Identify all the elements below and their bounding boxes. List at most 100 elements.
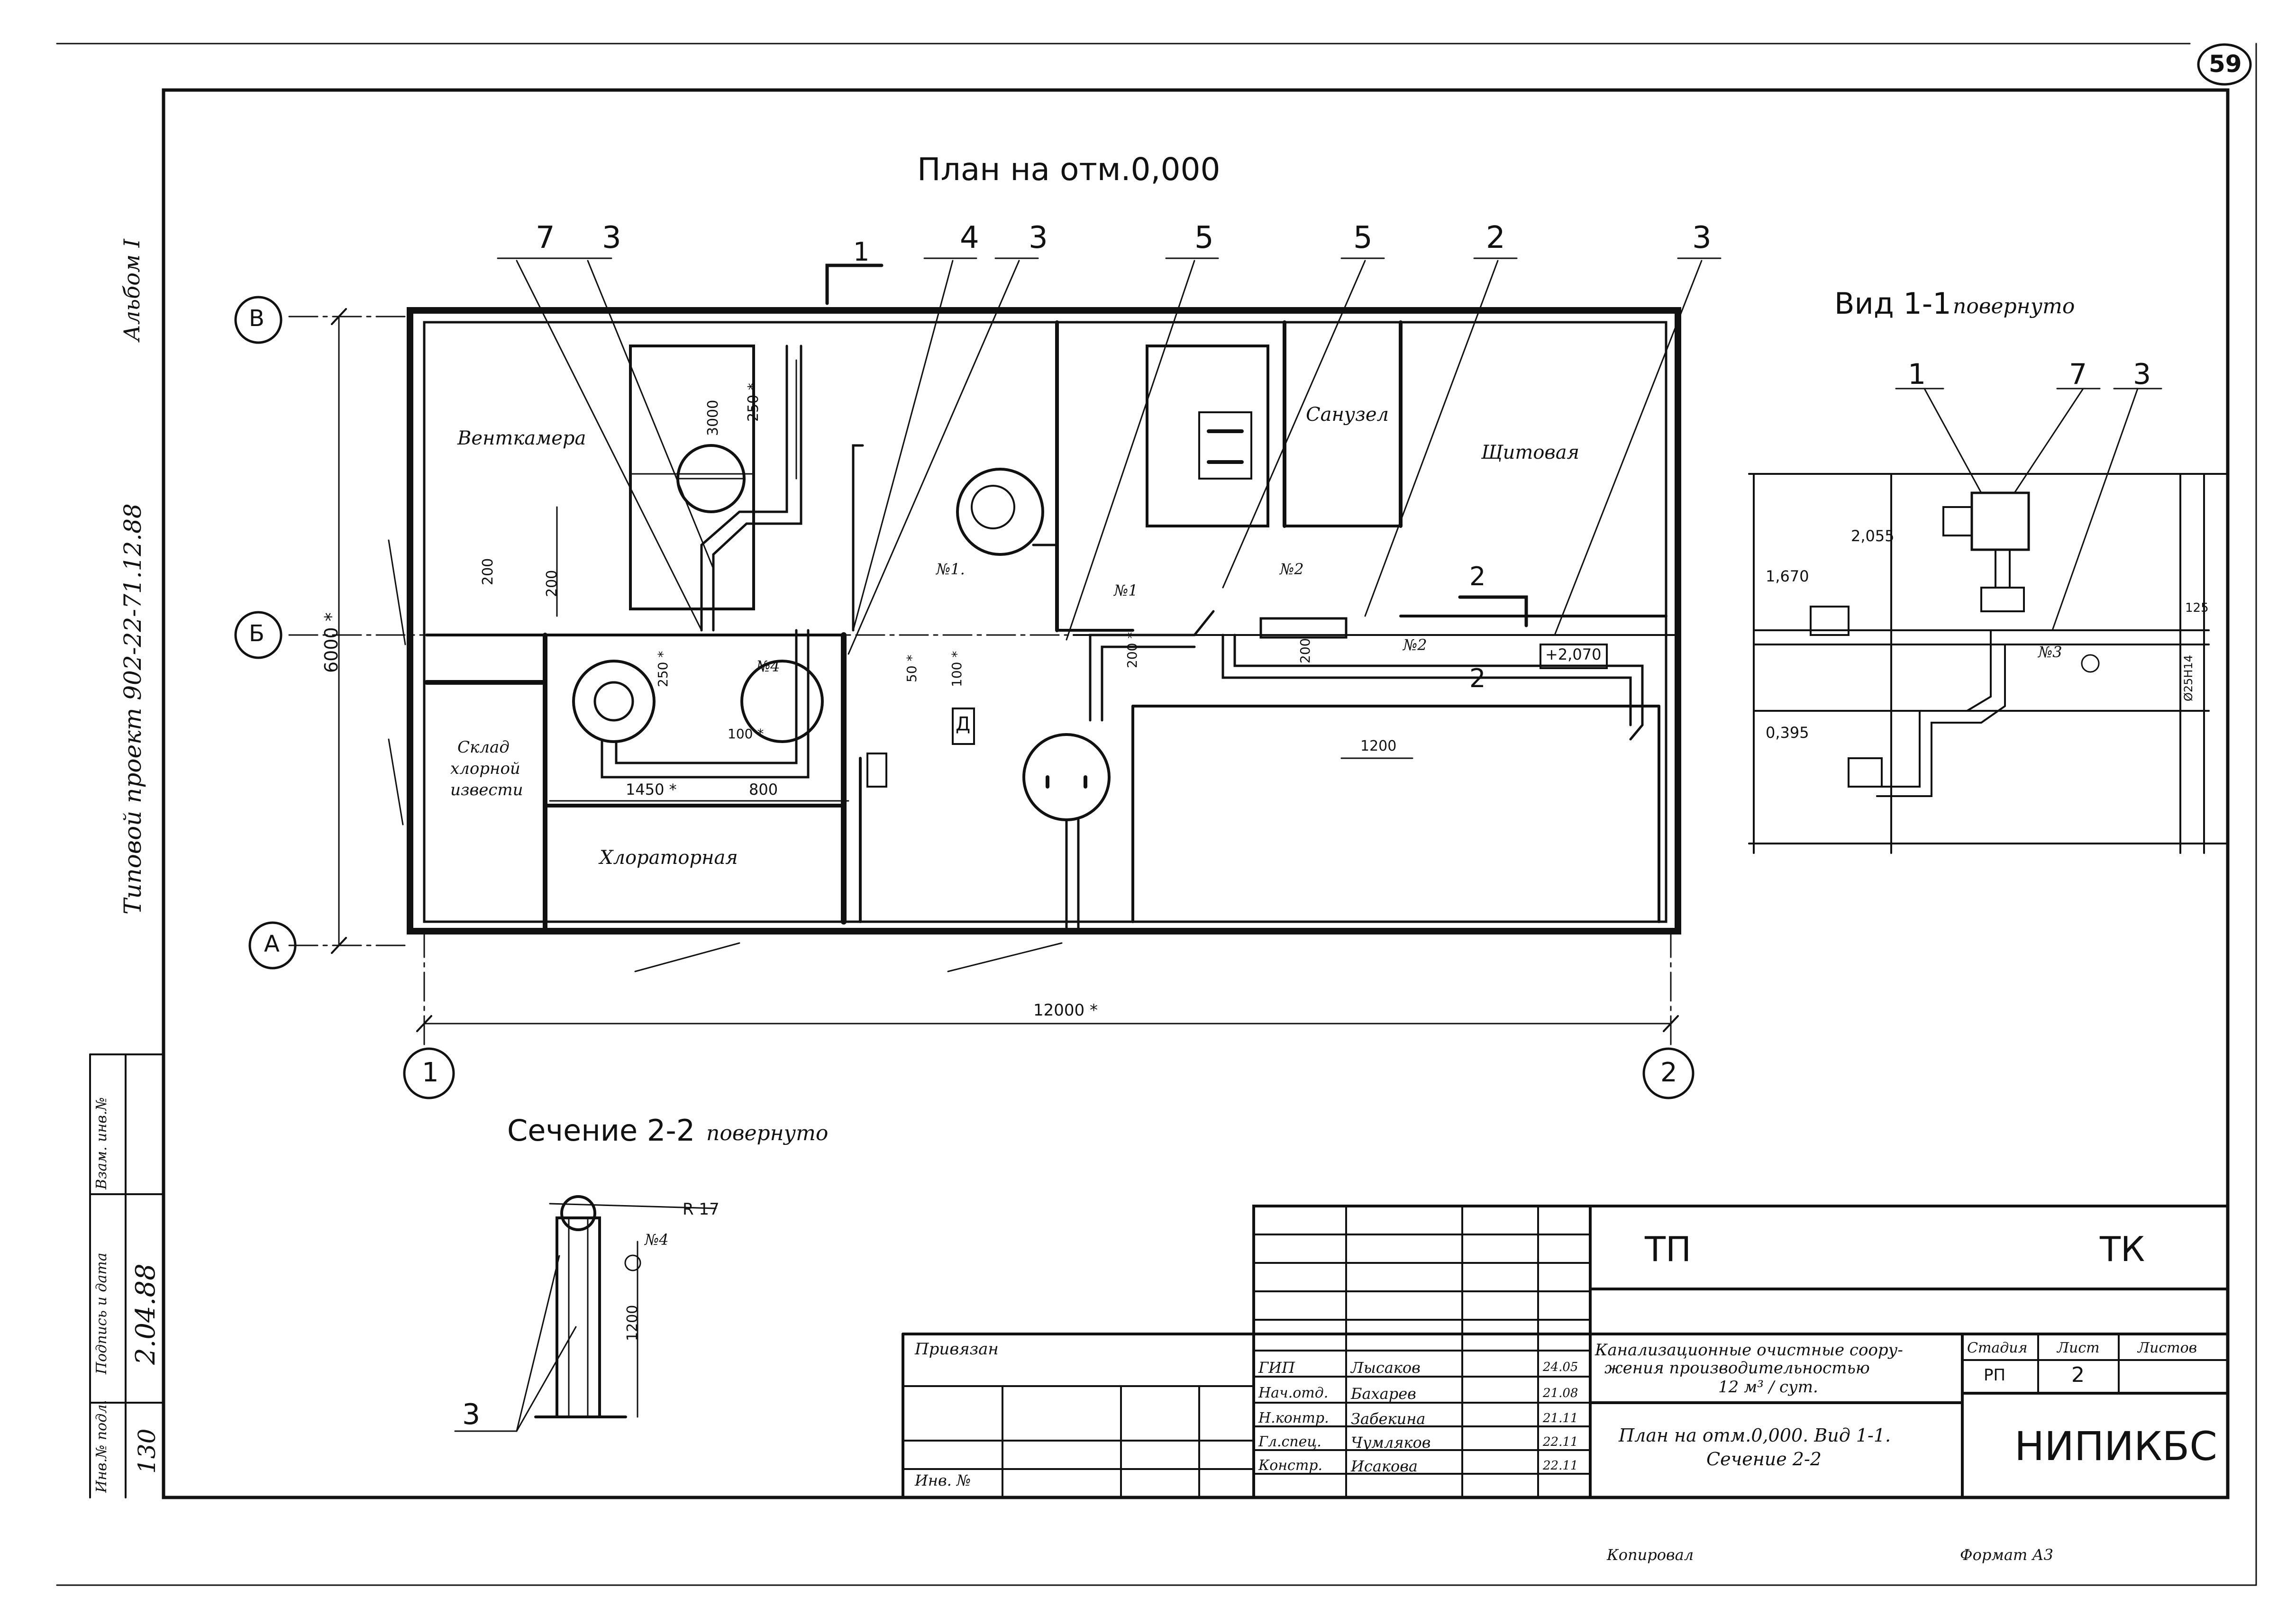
pipe-number-2: 2: [1469, 663, 1486, 693]
section-mark-2: 2: [1469, 562, 1486, 591]
stamp-code-left: ТП: [1645, 1229, 1692, 1269]
view11-level-2055: 2,055: [1851, 527, 1895, 545]
axis-1-label: 1: [422, 1057, 439, 1088]
dim-200a: 200: [480, 558, 496, 585]
pipe-tag-n1b: №1: [1114, 581, 1138, 599]
stamp-date-3: 21.11: [1543, 1411, 1578, 1425]
axis-2-label: 2: [1660, 1057, 1677, 1088]
section22-height: 1200: [624, 1305, 641, 1341]
level-mark-2070: +2,070: [1545, 645, 1602, 663]
footer-format: Формат А3: [1960, 1546, 2054, 1564]
section-mark-1: 1: [853, 237, 870, 267]
stamp-name-3: Забекина: [1351, 1410, 1426, 1428]
dim-overall-height: 6000 *: [321, 612, 342, 673]
stamp-stage-value: РП: [1984, 1366, 2006, 1385]
stamp-title-line1: Канализационные очистные соору-: [1595, 1341, 1903, 1360]
section22-title: Сечение 2-2: [507, 1113, 695, 1148]
stamp-name-5: Исакова: [1351, 1457, 1418, 1475]
dim-200c: 200 *: [1124, 632, 1140, 668]
dim-overall-width: 12000 *: [1033, 1001, 1098, 1020]
dim-3000: 3000: [705, 399, 721, 436]
stamp-name-2: Бахарев: [1351, 1385, 1416, 1403]
room-khloratornaya: Хлораторная: [600, 847, 738, 869]
view11-title: Вид 1-1: [1834, 286, 1951, 321]
dim-200b: 200: [544, 570, 560, 597]
view11-tag-n3: №3: [2038, 643, 2062, 661]
section22-tag-n4: №4: [645, 1231, 669, 1249]
view11-dim-dn: Ø25Н14: [2182, 654, 2195, 701]
stamp-sheets-label: Листов: [2138, 1340, 2197, 1356]
album-label: Альбом I: [119, 239, 145, 341]
view11-level-0395: 0,395: [1766, 724, 1809, 742]
stamp-date-5: 22.11: [1543, 1459, 1578, 1473]
stamp-role-1: ГИП: [1258, 1359, 1295, 1377]
side-sign-label: Подпись и дата: [93, 1252, 110, 1374]
stamp-privyazan: Привязан: [915, 1340, 999, 1359]
view11-note: повернуто: [1953, 294, 2075, 318]
callout-3b: 3: [1029, 220, 1048, 255]
room-sanuzel: Санузел: [1306, 404, 1389, 426]
pipe-tag-n4: №4: [756, 657, 780, 675]
stamp-org: НИПИКБС: [2014, 1423, 2217, 1470]
stamp-date-2: 21.08: [1543, 1386, 1578, 1400]
view11-callout-3: 3: [2133, 358, 2151, 391]
dim-100b: 100 *: [949, 651, 965, 687]
stamp-stage-label: Стадия: [1967, 1340, 2028, 1356]
axis-b-label: Б: [249, 620, 264, 647]
typical-project-label: Типовой проект 902-22-71.12.88: [119, 503, 146, 915]
page-number: 59: [2209, 50, 2242, 78]
callout-5b: 5: [1353, 220, 1373, 255]
footer-copied: Копировал: [1607, 1546, 1694, 1564]
callout-3c: 3: [1692, 220, 1712, 255]
stamp-date-1: 24.05: [1543, 1360, 1578, 1374]
pipe-tag-n1a: №1.: [936, 560, 965, 578]
stamp-role-4: Гл.спец.: [1258, 1433, 1321, 1450]
dim-200d: 200: [1297, 638, 1313, 663]
dim-1450: 1450 *: [626, 780, 677, 798]
dim-250b: 250 *: [655, 651, 671, 687]
stamp-code-right: ТК: [2100, 1229, 2145, 1269]
room-ventkamera: Венткамера: [457, 427, 586, 449]
stamp-title-line3: 12 м³ / сут.: [1718, 1378, 1818, 1397]
stamp-sheet-title-line2: Сечение 2-2: [1706, 1449, 1822, 1470]
stamp-date-4: 22.11: [1543, 1435, 1578, 1449]
door-d-label: Д: [956, 713, 971, 735]
side-sign-value: 2.04.88: [130, 1263, 161, 1365]
callout-7: 7: [536, 220, 555, 255]
room-sklad-line2: хлорной: [450, 759, 520, 778]
plan-title: План на отм.0,000: [917, 151, 1221, 188]
pipe-tag-n2a: №2: [1280, 560, 1304, 578]
section22-callout-3: 3: [462, 1398, 481, 1431]
dim-100a: 100 *: [728, 726, 764, 742]
side-inv-podl-label: Инв.№ подл.: [93, 1400, 110, 1493]
pipe-tag-n2b: №2: [1403, 636, 1427, 654]
dim-800: 800: [749, 780, 778, 798]
callout-5a: 5: [1194, 220, 1214, 255]
stamp-role-5: Констр.: [1258, 1457, 1323, 1474]
stamp-title-line2: жения производительностью: [1604, 1359, 1870, 1378]
side-vzam-label: Взам. инв.№: [93, 1097, 110, 1189]
stamp-role-2: Нач.отд.: [1258, 1385, 1329, 1401]
stamp-name-1: Лысаков: [1351, 1359, 1421, 1377]
dim-250a: 250 *: [745, 383, 762, 422]
callout-2: 2: [1486, 220, 1505, 255]
room-sklad-line3: извести: [450, 780, 523, 799]
section22-note: повернуто: [706, 1121, 829, 1145]
stamp-role-3: Н.контр.: [1258, 1410, 1329, 1426]
stamp-sheet-value: 2: [2071, 1363, 2085, 1387]
stamp-inv-no: Инв. №: [915, 1471, 971, 1489]
axis-v-label: В: [249, 305, 264, 332]
view11-dim-125: 125: [2185, 601, 2209, 615]
section22-radius: R 17: [683, 1200, 720, 1219]
room-sklad-line1: Склад: [457, 738, 510, 757]
side-inv-podl-value: 130: [133, 1428, 161, 1474]
view11-level-1670: 1,670: [1766, 567, 1809, 585]
view11-callout-1: 1: [1908, 358, 1926, 391]
callout-3a: 3: [602, 220, 621, 255]
axis-a-label: А: [264, 931, 280, 957]
callout-4: 4: [960, 220, 979, 255]
dim-1200: 1200: [1360, 738, 1397, 754]
stamp-sheet-label: Лист: [2057, 1340, 2100, 1356]
